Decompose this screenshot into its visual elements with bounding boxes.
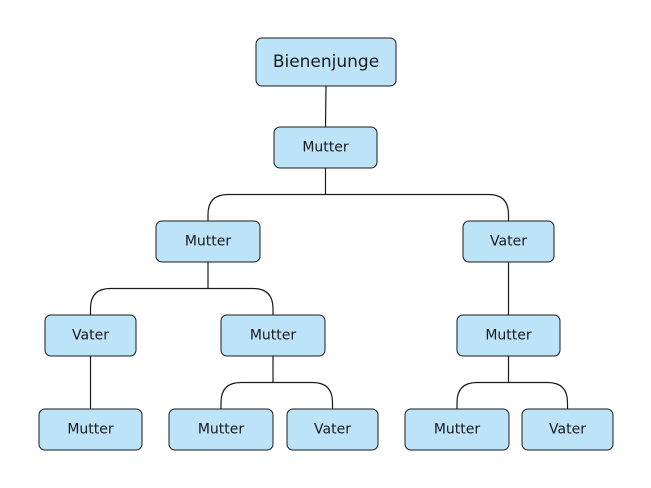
node-vater-4c: Vater	[286, 408, 379, 451]
connector-mutter-2-to-vater-3a	[89, 287, 208, 315]
node-label: Vater	[490, 234, 527, 250]
node-box	[456, 314, 561, 357]
tree-connectors	[89, 85, 569, 409]
connector-mutter-3b-to-mutter-4b	[220, 381, 273, 409]
node-box	[220, 314, 326, 357]
node-box	[462, 220, 555, 263]
connector-mutter-2-to-mutter-3b	[208, 287, 274, 315]
node-vater-2: Vater	[462, 220, 555, 263]
node-mutter-3c: Mutter	[456, 314, 561, 357]
connector-mutter-1-to-mutter-2	[207, 193, 326, 221]
node-label: Mutter	[434, 422, 481, 438]
connector-mutter-3c-to-mutter-4d	[456, 381, 509, 409]
node-label: Mutter	[485, 328, 532, 344]
node-box	[168, 408, 274, 451]
node-box	[404, 408, 510, 451]
node-vater-3a: Vater	[44, 314, 137, 357]
node-label: Vater	[549, 422, 586, 438]
node-label: Mutter	[250, 328, 297, 344]
connector-mutter-3b-to-vater-4c	[273, 381, 334, 409]
node-label: Mutter	[185, 234, 232, 250]
node-label: Mutter	[302, 140, 349, 156]
node-box	[255, 37, 397, 87]
node-box	[38, 408, 143, 451]
node-label: Mutter	[198, 422, 245, 438]
node-label: Bienenjunge	[273, 52, 379, 72]
node-mutter-2: Mutter	[155, 220, 261, 263]
node-label: Vater	[72, 328, 109, 344]
node-label: Vater	[314, 422, 351, 438]
node-mutter-4a: Mutter	[38, 408, 143, 451]
connector-mutter-1-to-vater-2	[325, 193, 510, 221]
connector-mutter-3c-to-vater-4e	[508, 381, 569, 409]
node-mutter-3b: Mutter	[220, 314, 326, 357]
node-bienenjunge: Bienenjunge	[255, 37, 397, 87]
node-mutter-4b: Mutter	[168, 408, 274, 451]
node-box	[521, 408, 614, 451]
node-box	[273, 126, 378, 169]
node-box	[44, 314, 137, 357]
node-mutter-4d: Mutter	[404, 408, 510, 451]
node-label: Mutter	[67, 422, 114, 438]
node-vater-4e: Vater	[521, 408, 614, 451]
node-box	[286, 408, 379, 451]
connector-bienenjunge-to-mutter-1	[324, 85, 327, 128]
node-box	[155, 220, 261, 263]
node-mutter-1: Mutter	[273, 126, 378, 169]
